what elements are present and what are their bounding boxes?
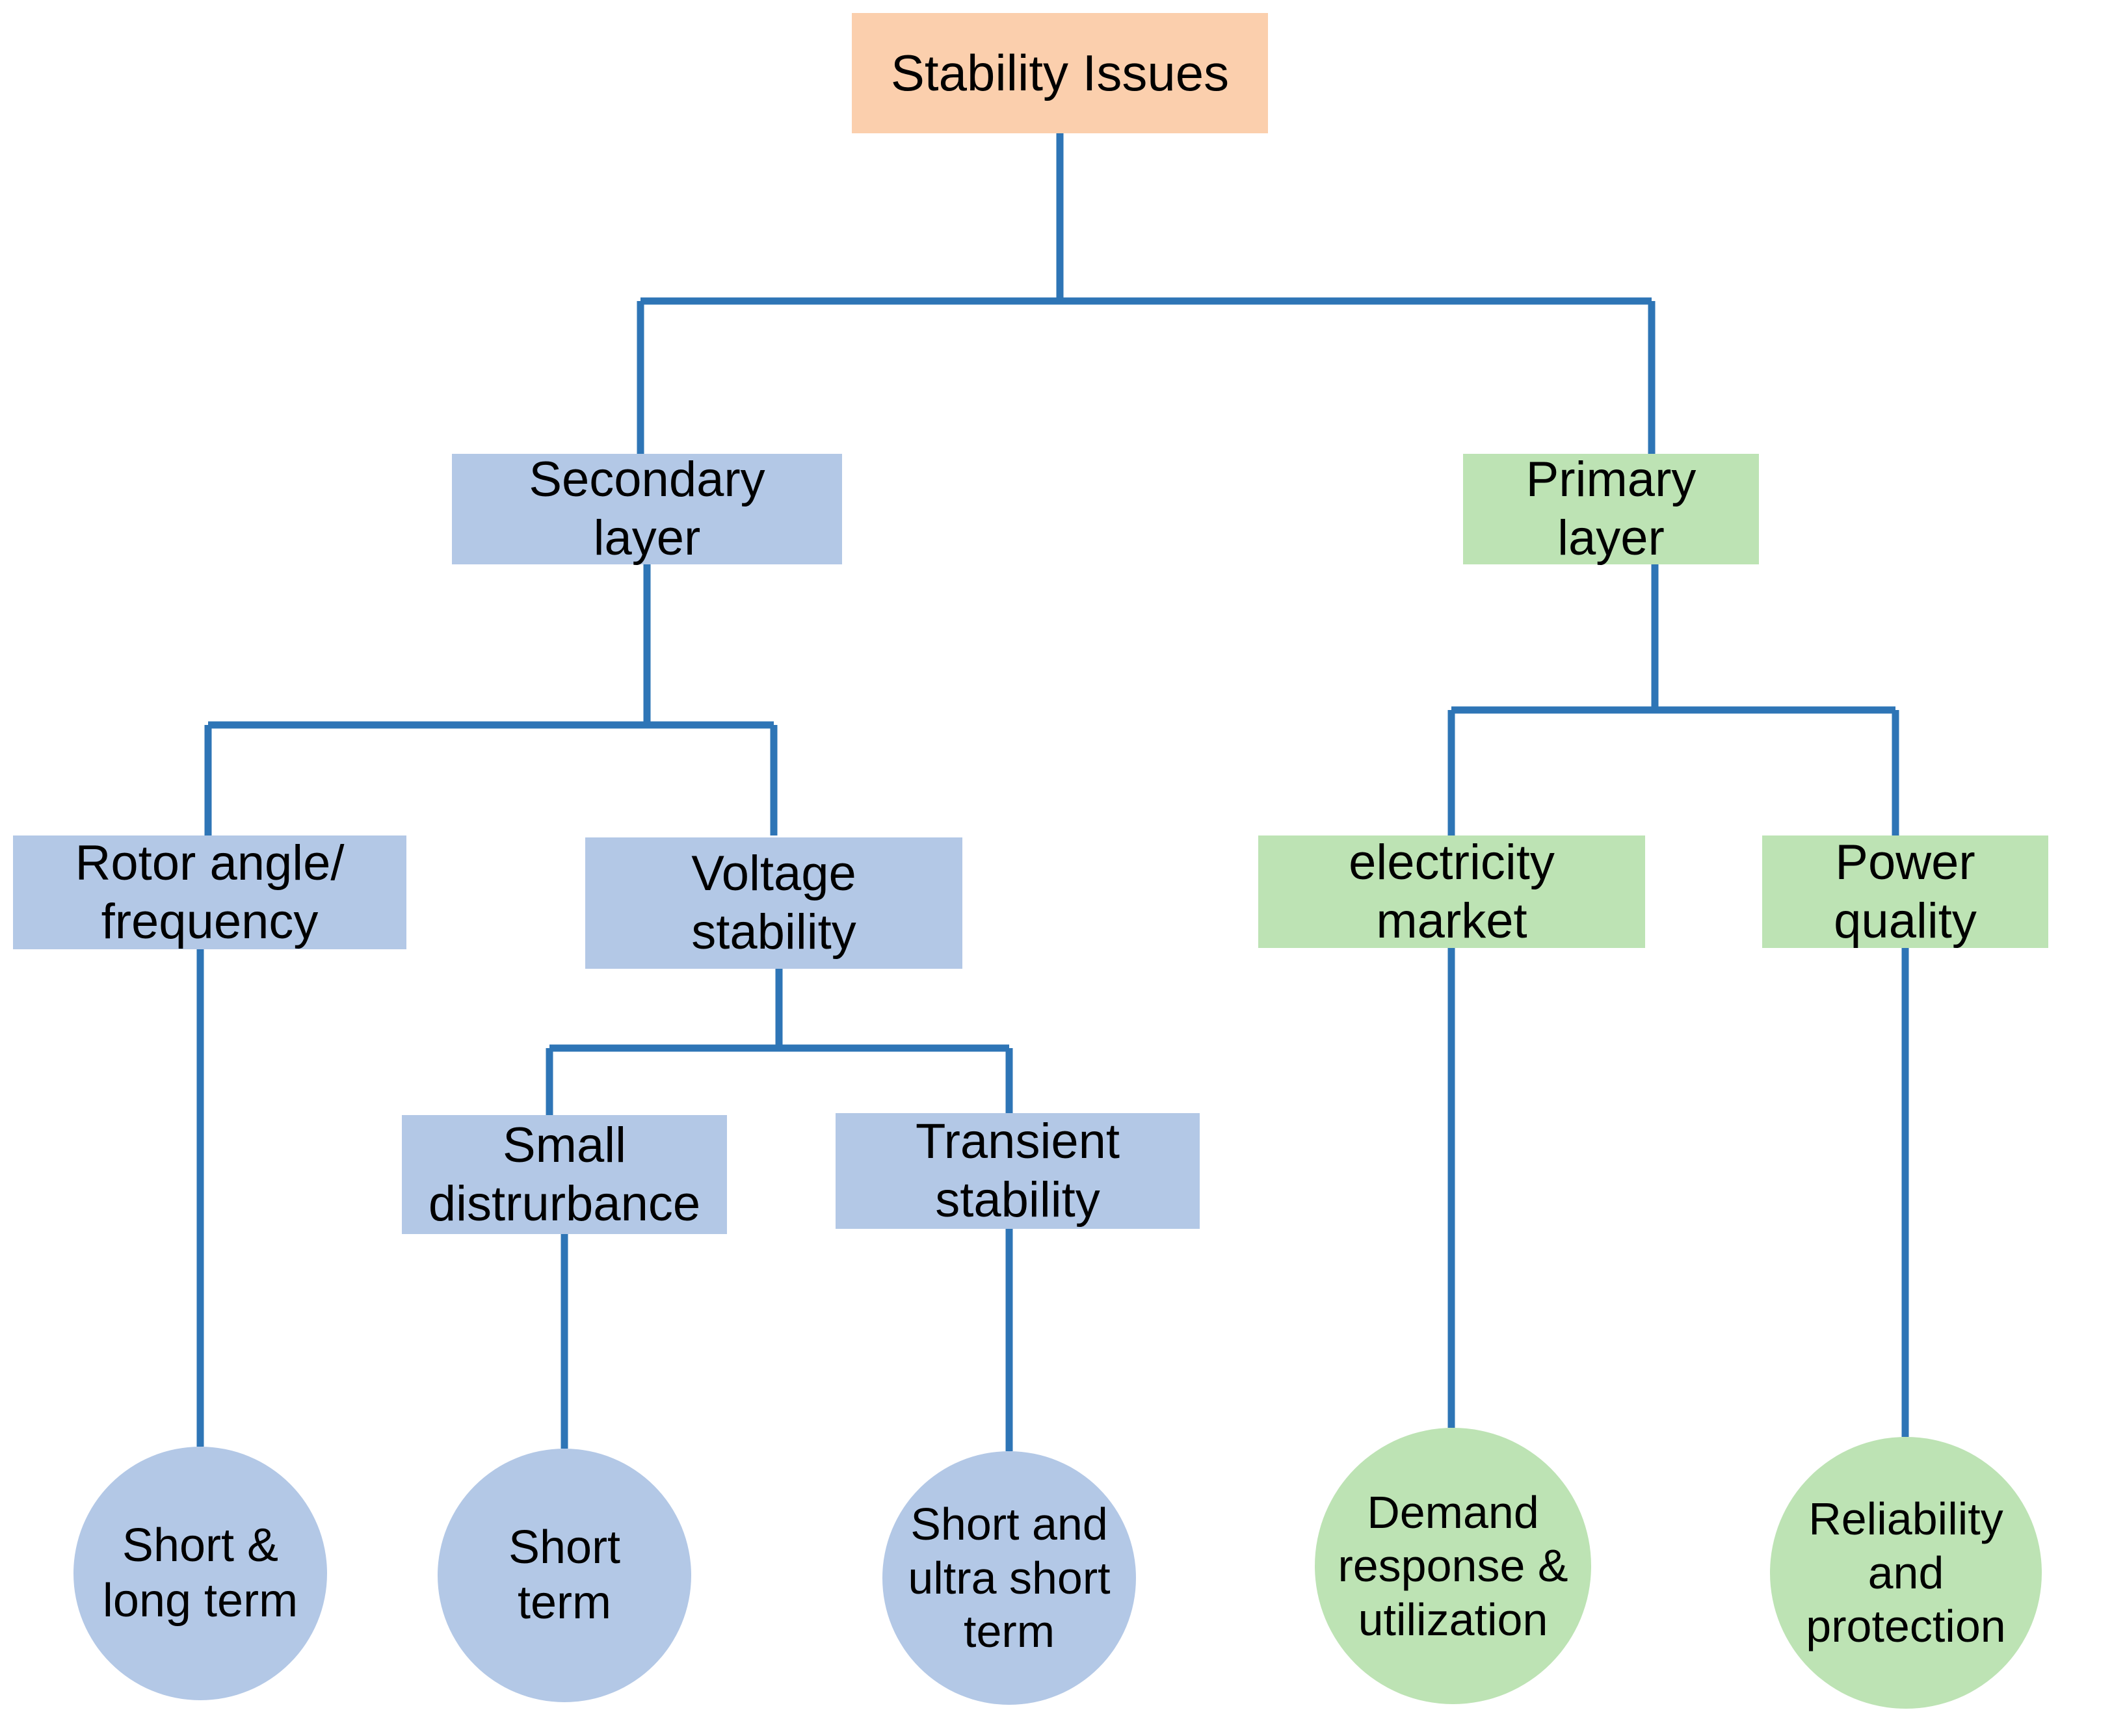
node-label: Voltage stability bbox=[691, 846, 856, 960]
node-label: Reliability and protection bbox=[1806, 1493, 2006, 1652]
node-power-quality[interactable]: Power quality bbox=[1762, 834, 2048, 949]
node-transient-stability[interactable]: Transient stability bbox=[836, 1113, 1200, 1229]
node-label: electricity market bbox=[1349, 834, 1555, 949]
node-label: Stability Issues bbox=[890, 44, 1230, 102]
node-label: Short and ultra short term bbox=[908, 1499, 1111, 1657]
node-label: Short & long term bbox=[102, 1519, 298, 1627]
node-label: Transient stability bbox=[916, 1114, 1120, 1228]
node-short-term[interactable]: Short term bbox=[438, 1449, 691, 1702]
node-label: Power quality bbox=[1834, 834, 1977, 949]
node-voltage-stability[interactable]: Voltage stability bbox=[585, 837, 962, 969]
node-electricity-market[interactable]: electricity market bbox=[1258, 834, 1645, 949]
node-reliability-protection[interactable]: Reliability and protection bbox=[1770, 1437, 2042, 1709]
node-rotor-angle-frequency[interactable]: Rotor angle/ frequency bbox=[13, 835, 406, 949]
node-label: Short term bbox=[508, 1521, 621, 1629]
node-label: Secondary layer bbox=[529, 452, 765, 566]
node-short-ultra-short-term[interactable]: Short and ultra short term bbox=[882, 1451, 1136, 1705]
node-short-long-term[interactable]: Short & long term bbox=[73, 1447, 327, 1700]
node-label: Small distrurbance bbox=[428, 1117, 701, 1231]
node-label: Primary layer bbox=[1525, 452, 1696, 566]
node-primary-layer[interactable]: Primary layer bbox=[1463, 452, 1759, 566]
node-label: Demand response & utilization bbox=[1338, 1486, 1568, 1645]
node-small-disturbance[interactable]: Small distrurbance bbox=[402, 1115, 727, 1234]
node-stability-issues[interactable]: Stability Issues bbox=[852, 13, 1268, 133]
node-secondary-layer[interactable]: Secondary layer bbox=[452, 452, 842, 566]
node-demand-response-utilization[interactable]: Demand response & utilization bbox=[1315, 1428, 1591, 1704]
node-label: Rotor angle/ frequency bbox=[75, 835, 345, 949]
